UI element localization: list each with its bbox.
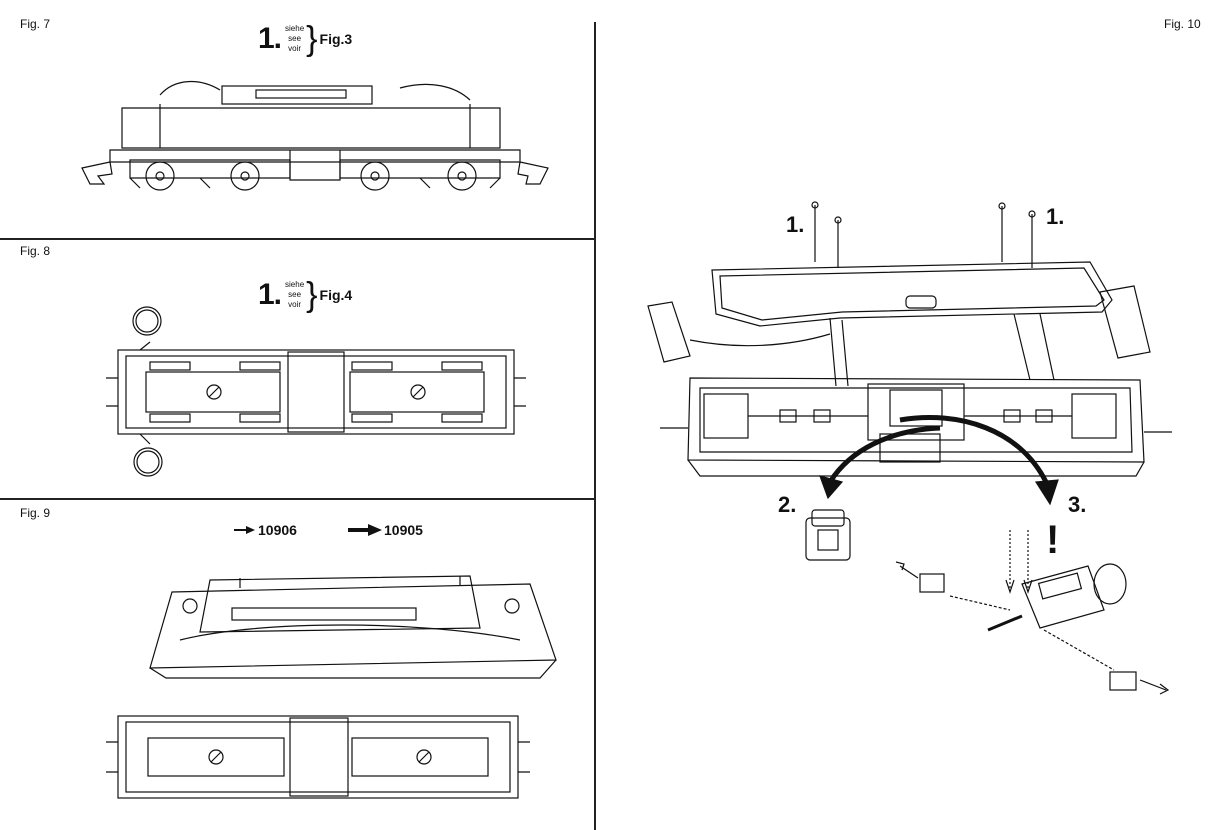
- legend-large-arrow: 10905: [348, 522, 423, 538]
- fig10-step3: 3.: [1068, 492, 1087, 517]
- lang-de: siehe: [285, 280, 305, 289]
- fig8-label: Fig. 8: [20, 244, 51, 258]
- large-arrow-icon: [348, 524, 382, 536]
- fig9-chassis-top-view: [106, 715, 530, 799]
- lang-fr: voir: [288, 44, 302, 53]
- fig8-chassis-top-view: [106, 306, 526, 477]
- fig7-step-number: 1.: [258, 22, 282, 55]
- fig7-step-reference: 1. siehe see voir } Fig.3: [258, 22, 352, 56]
- fig9-chassis-perspective: [149, 575, 557, 679]
- fig8-ref: Fig.4: [319, 287, 353, 303]
- fig7-chassis-side-view: [81, 80, 549, 191]
- lang-fr: voir: [288, 300, 302, 309]
- fig10-step1-left: 1.: [786, 212, 805, 237]
- fig7-language-stack: siehe see voir: [285, 24, 304, 54]
- brace-icon: }: [306, 20, 318, 58]
- fig8-step-number: 1.: [258, 278, 282, 311]
- fig10-exploded-view: [647, 201, 1172, 695]
- fig10-label: Fig. 10: [1164, 17, 1201, 31]
- lang-de: siehe: [285, 24, 305, 33]
- divider-fig8-fig9: [0, 498, 594, 500]
- fig10-step1-right: 1.: [1046, 204, 1065, 229]
- lang-en: see: [288, 290, 302, 299]
- fig8-step-reference: 1. siehe see voir } Fig.4: [258, 278, 352, 312]
- fig7-label: Fig. 7: [20, 17, 51, 31]
- fig10-step2: 2.: [778, 492, 797, 517]
- small-arrow-icon: [234, 526, 255, 534]
- fig9-label: Fig. 9: [20, 506, 51, 520]
- brace-icon: }: [306, 276, 318, 314]
- lang-en: see: [288, 34, 302, 43]
- vertical-divider: [594, 22, 596, 830]
- fig7-ref: Fig.3: [319, 31, 353, 47]
- legend-small-arrow: 10906: [234, 522, 297, 538]
- fig8-language-stack: siehe see voir: [285, 280, 304, 310]
- legend-large-text: 10905: [384, 522, 423, 538]
- legend-small-text: 10906: [258, 522, 297, 538]
- warning-icon: !: [1046, 518, 1060, 562]
- divider-fig7-fig8: [0, 238, 594, 240]
